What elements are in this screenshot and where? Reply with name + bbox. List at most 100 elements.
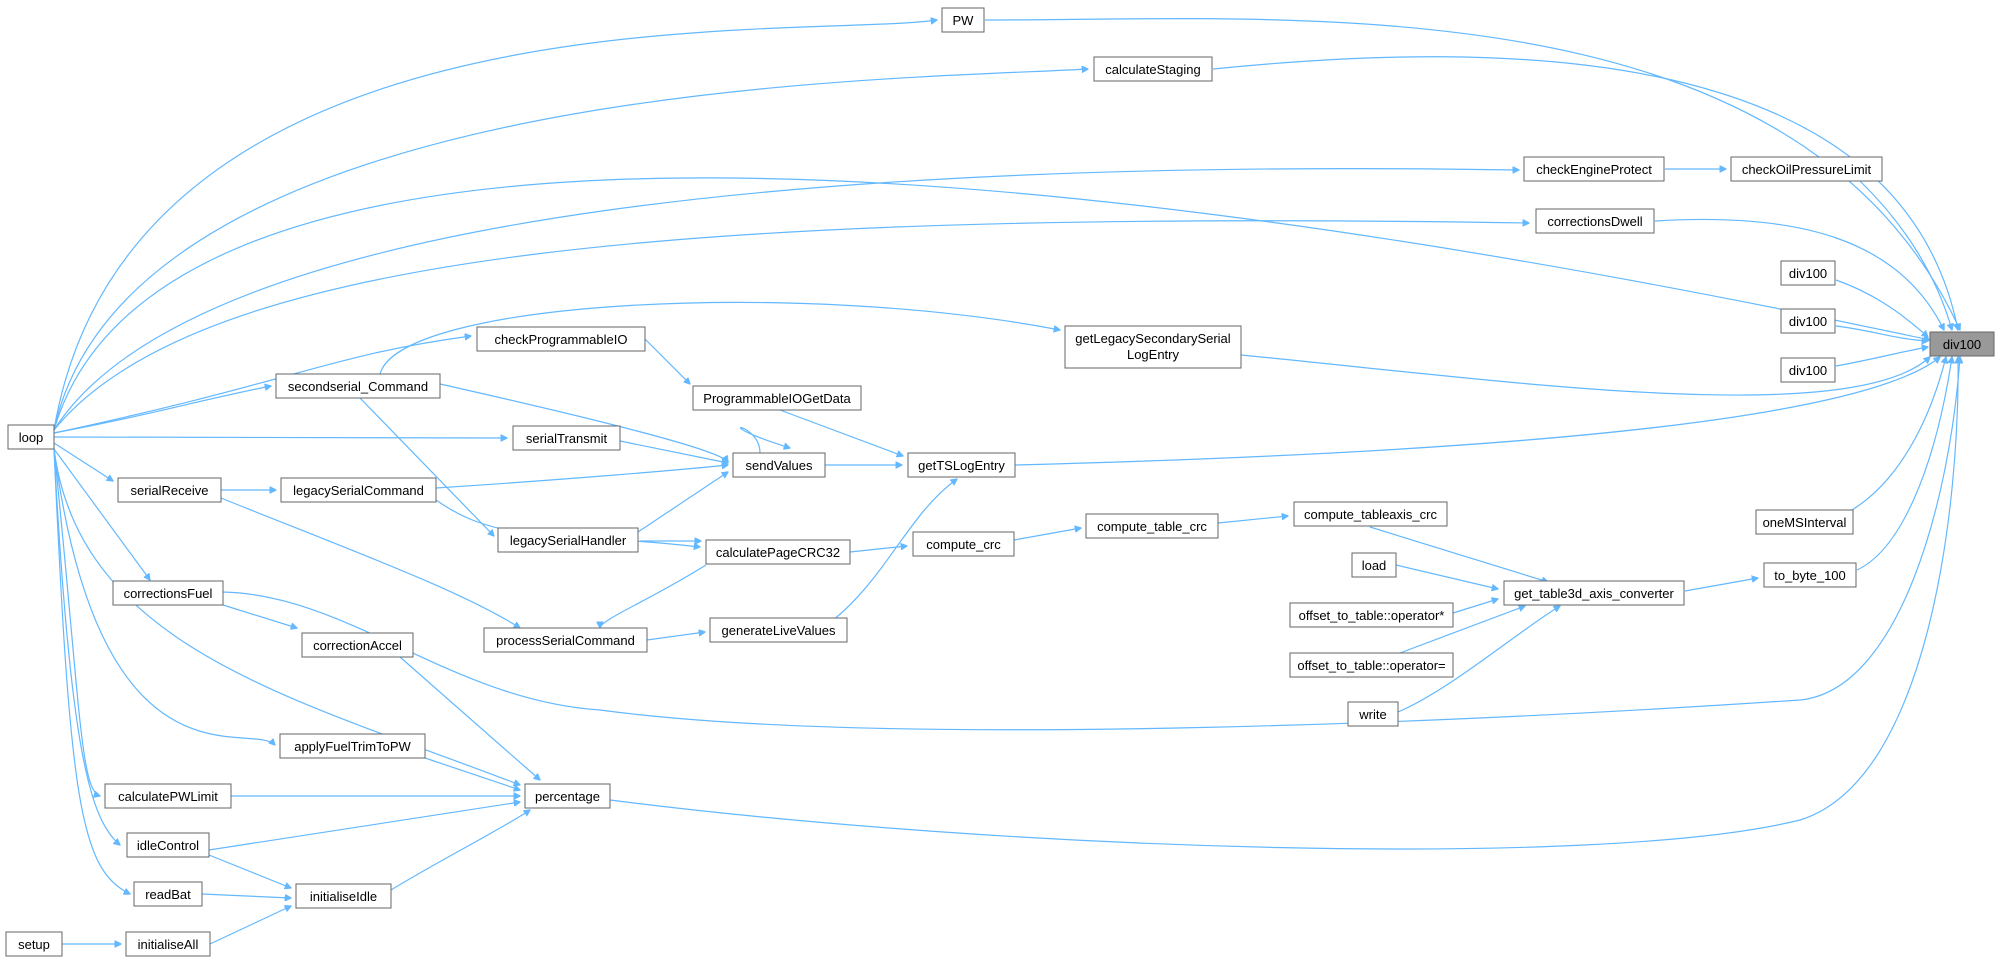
node-correctionsdwell[interactable]: correctionsDwell (1535, 208, 1655, 234)
node-label: correctionsDwell (1547, 214, 1642, 229)
node-compute-table-crc[interactable]: compute_table_crc (1085, 513, 1219, 539)
call-edge (201, 893, 291, 898)
node-div100-a[interactable]: div100 (1780, 260, 1836, 286)
node-calculatestaging[interactable]: calculateStaging (1093, 56, 1213, 82)
node-box (1503, 580, 1685, 606)
node-processserialcommand[interactable]: processSerialCommand (483, 627, 648, 653)
node-calculatepagecrc32[interactable]: calculatePageCRC32 (705, 539, 851, 565)
node-label: oneMSInterval (1763, 515, 1847, 530)
node-label: ProgrammableIOGetData (703, 391, 851, 406)
node-to-byte-100[interactable]: to_byte_100 (1763, 562, 1857, 588)
call-edge (53, 448, 520, 785)
node-serialreceive[interactable]: serialReceive (117, 477, 222, 503)
node-box (705, 539, 851, 565)
node-generatelivevalues[interactable]: generateLiveValues (709, 617, 848, 643)
node-label: sendValues (746, 458, 813, 473)
node-get-table3d-axis-converter[interactable]: get_table3d_axis_converter (1503, 580, 1685, 606)
node-pw[interactable]: PW (941, 7, 985, 33)
call-edge (984, 18, 1960, 330)
node-compute-crc[interactable]: compute_crc (912, 531, 1015, 557)
node-offset-to-table-assign[interactable]: offset_to_table::operator= (1289, 652, 1454, 678)
call-edge (646, 632, 705, 641)
call-edge (390, 810, 530, 891)
call-edge (399, 656, 540, 780)
call-edge (644, 338, 690, 384)
node-applyfueltrimtopw[interactable]: applyFuelTrimToPW (279, 733, 426, 759)
node-label: generateLiveValues (722, 623, 836, 638)
node-box (1289, 652, 1454, 678)
call-edge (53, 336, 471, 434)
node-setup[interactable]: setup (5, 931, 63, 957)
node-checkoilpressurelimit[interactable]: checkOilPressureLimit (1730, 156, 1883, 182)
node-box (104, 783, 232, 809)
call-edge (53, 386, 271, 434)
node-offset-to-table-mul[interactable]: offset_to_table::operator* (1289, 602, 1454, 628)
node-label: percentage (535, 789, 600, 804)
node-label: calculatePWLimit (118, 789, 218, 804)
node-idlecontrol[interactable]: idleControl (126, 832, 210, 858)
call-edge (1835, 347, 1928, 367)
node-label: idleControl (137, 838, 199, 853)
node-box (1064, 325, 1242, 369)
node-secondserial-command[interactable]: secondserial_Command (275, 373, 441, 399)
node-box (1763, 562, 1857, 588)
node-box (1780, 357, 1836, 383)
node-label: serialReceive (130, 483, 208, 498)
node-calculatepwlimit[interactable]: calculatePWLimit (104, 783, 232, 809)
node-box (117, 477, 222, 503)
node-compute-tableaxis-crc[interactable]: compute_tableaxis_crc (1293, 501, 1448, 527)
call-edge (53, 448, 275, 745)
node-label: div100 (1789, 314, 1827, 329)
node-label: getTSLogEntry (918, 458, 1005, 473)
call-edge (209, 906, 291, 945)
call-edge (359, 397, 494, 536)
node-loop[interactable]: loop (7, 424, 55, 450)
call-edge (1217, 516, 1288, 524)
node-legacyserialhandler[interactable]: legacySerialHandler (497, 527, 639, 553)
node-div100-b[interactable]: div100 (1780, 308, 1836, 334)
node-box (1093, 56, 1213, 82)
node-load[interactable]: load (1351, 552, 1397, 578)
call-edge (739, 427, 790, 454)
call-edge (1851, 357, 1946, 511)
call-edge (208, 802, 520, 851)
node-checkprogrammableio[interactable]: checkProgrammableIO (476, 326, 646, 352)
node-checkengineprotect[interactable]: checkEngineProtect (1523, 156, 1665, 182)
node-programmableiogetdata[interactable]: ProgrammableIOGetData (692, 385, 862, 411)
node-onemsinterval[interactable]: oneMSInterval (1755, 509, 1854, 535)
node-serialtransmit[interactable]: serialTransmit (512, 425, 621, 451)
call-edge (53, 169, 1519, 431)
call-edge (1240, 354, 1930, 396)
node-div100[interactable]: div100 (1929, 331, 1995, 357)
node-initialiseidle[interactable]: initialiseIdle (295, 883, 392, 909)
call-edge (1395, 564, 1498, 589)
node-correctionaccel[interactable]: correctionAccel (301, 632, 414, 658)
node-label: offset_to_table::operator* (1299, 608, 1445, 623)
node-div100-c[interactable]: div100 (1780, 357, 1836, 383)
node-label: legacySerialCommand (293, 483, 424, 498)
node-percentage[interactable]: percentage (524, 783, 611, 809)
node-box (941, 7, 985, 33)
call-edge (220, 497, 520, 628)
node-sendvalues[interactable]: sendValues (732, 452, 826, 478)
node-legacyserialcommand[interactable]: legacySerialCommand (280, 477, 437, 503)
call-edge (1835, 279, 1928, 337)
node-label: to_byte_100 (1774, 568, 1846, 583)
node-label: PW (953, 13, 975, 28)
node-correctionsfuel[interactable]: correctionsFuel (112, 580, 224, 606)
node-gettslogentry[interactable]: getTSLogEntry (907, 452, 1016, 478)
node-label: calculatePageCRC32 (716, 545, 840, 560)
node-box (1780, 308, 1836, 334)
node-label: div100 (1943, 337, 1981, 352)
node-box (476, 326, 646, 352)
call-edge (779, 409, 903, 456)
node-readbat[interactable]: readBat (133, 881, 203, 907)
node-label: compute_table_crc (1097, 519, 1207, 534)
node-initialiseall[interactable]: initialiseAll (125, 931, 211, 957)
call-edge (53, 69, 1088, 431)
node-label: readBat (145, 887, 191, 902)
nodes: div100 PW calculateStaging checkEngineProte… (5, 7, 1995, 957)
node-write[interactable]: write (1347, 701, 1399, 727)
